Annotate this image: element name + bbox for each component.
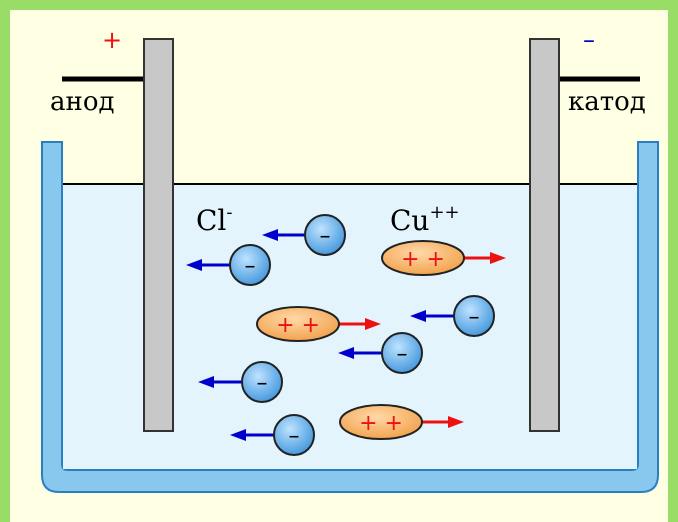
chloride-ion: –	[262, 214, 346, 256]
cation-symbol: Cu	[390, 204, 429, 237]
anion-label: Cl-	[196, 202, 232, 237]
chloride-ion: –	[410, 295, 495, 337]
chloride-ion: –	[186, 244, 271, 286]
arrow-icon	[448, 416, 464, 428]
arrow-icon	[490, 252, 506, 264]
arrow-icon	[365, 318, 381, 330]
arrow-icon	[198, 376, 214, 388]
ion-minus: –	[320, 224, 331, 249]
cation-label: Cu++	[390, 202, 460, 237]
chloride-ion: –	[230, 414, 315, 456]
ion-minus: –	[469, 305, 480, 330]
chloride-ion: –	[198, 361, 283, 403]
arrow-icon	[410, 310, 426, 322]
chloride-ion-icon	[381, 332, 423, 374]
chloride-ion-icon	[304, 214, 346, 256]
chloride-ion-icon	[453, 295, 495, 337]
cathode-label: катод	[568, 87, 646, 117]
copper-ion-icon	[339, 404, 423, 440]
ion-plus: + +	[401, 247, 445, 272]
ion-minus: –	[245, 254, 256, 279]
vessel	[41, 141, 659, 493]
chloride-ion-icon	[229, 244, 271, 286]
chloride-ion-icon	[273, 414, 315, 456]
copper-ion-icon	[256, 306, 340, 342]
ion-minus: –	[289, 424, 300, 449]
copper-ion: + +	[381, 240, 506, 276]
ion-minus: –	[397, 342, 408, 367]
anion-charge: -	[226, 202, 232, 223]
cathode-electrode	[529, 38, 560, 432]
arrow-icon	[186, 259, 202, 271]
ion-plus: + +	[276, 313, 320, 338]
arrow-icon	[230, 429, 246, 441]
ion-minus: –	[257, 371, 268, 396]
cation-charge: ++	[429, 202, 459, 223]
arrow-icon	[262, 229, 278, 241]
copper-ion: + +	[256, 306, 381, 342]
copper-ion: + +	[339, 404, 464, 440]
arrow-icon	[338, 347, 354, 359]
ion-plus: + +	[359, 411, 403, 436]
anode-label: анод	[50, 87, 115, 117]
chloride-ion: –	[338, 332, 423, 374]
chloride-ion-icon	[241, 361, 283, 403]
copper-ion-icon	[381, 240, 465, 276]
anode-sign: +	[102, 26, 122, 54]
anion-symbol: Cl	[196, 204, 226, 237]
cathode-sign: –	[583, 26, 595, 54]
anode-electrode	[143, 38, 174, 432]
